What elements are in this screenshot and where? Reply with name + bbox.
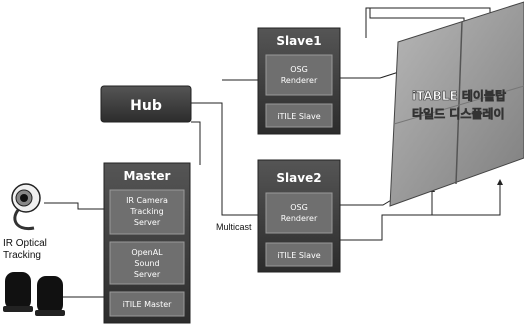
display-title-line2: 타일드 디스플레이 — [412, 106, 505, 121]
master-itile-master-label: iTILE Master — [123, 300, 173, 309]
master-sound-line2: Sound — [134, 259, 159, 268]
slave2-bottom-line — [340, 192, 432, 240]
slave2-itile-slave-label: iTILE Slave — [277, 251, 320, 260]
slave1-renderer-line1: OSG — [290, 65, 308, 74]
slave1-to-display-line — [340, 70, 405, 78]
slave1-node: Slave1 OSG Renderer iTILE Slave — [258, 28, 340, 134]
slave2-node: Slave2 OSG Renderer iTILE Slave — [258, 160, 340, 272]
slave2-renderer-line1: OSG — [290, 203, 308, 212]
hub-label: Hub — [130, 98, 162, 114]
tracking-label-line2: Tracking — [3, 250, 41, 261]
multicast-label: Multicast — [216, 222, 252, 232]
tracking-label-line1: IR Optical — [3, 238, 47, 249]
ir-camera-icon: IR Optical Tracking — [3, 184, 47, 261]
slave2-to-display-line — [340, 196, 398, 205]
speaker-left — [5, 272, 31, 310]
slave2-title: Slave2 — [276, 171, 321, 185]
speaker-right-base — [35, 310, 65, 316]
hub-to-slaves-line — [191, 103, 262, 215]
master-tracking-line3: Server — [134, 218, 161, 227]
slave2-renderer-box — [266, 193, 332, 233]
slave2-renderer-line2: Renderer — [281, 214, 318, 223]
speakers-icon — [3, 272, 65, 316]
speaker-right — [37, 276, 63, 314]
master-node: Master IR Camera Tracking Server OpenAL … — [104, 163, 190, 323]
hub-node: Hub — [101, 86, 191, 122]
camera-to-master-line — [44, 203, 110, 209]
master-tracking-line1: IR Camera — [126, 196, 168, 205]
master-to-hub-line — [191, 122, 200, 165]
display-title-line1: iTABLE 테이블탑 — [412, 88, 506, 103]
arrow-to-display-bottom2 — [497, 179, 503, 185]
slave1-itile-slave-label: iTILE Slave — [277, 112, 320, 121]
tiled-display: iTABLE 테이블탑 타일드 디스플레이 — [390, 2, 524, 206]
master-title: Master — [124, 169, 171, 183]
camera-lens — [20, 194, 28, 202]
master-sound-line3: Server — [134, 270, 161, 279]
slave1-renderer-box — [266, 55, 332, 95]
speaker-left-base — [3, 306, 33, 312]
master-sound-line1: OpenAL — [131, 248, 163, 257]
slave1-renderer-line2: Renderer — [281, 76, 318, 85]
slave1-title: Slave1 — [276, 34, 321, 48]
master-tracking-line2: Tracking — [129, 207, 163, 216]
